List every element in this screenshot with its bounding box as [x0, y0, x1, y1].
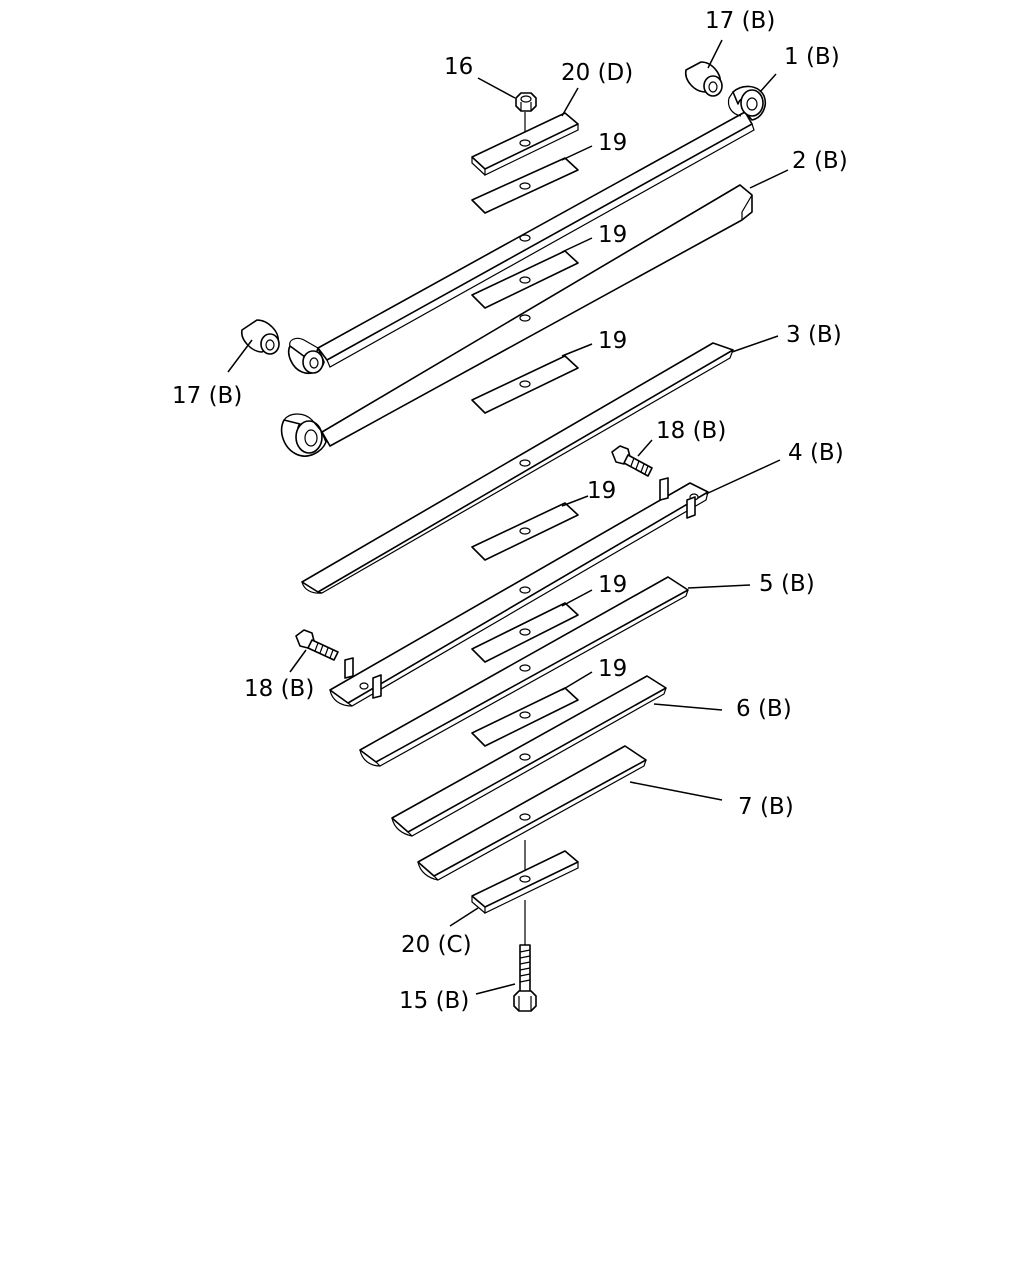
callout-3b: 3 (B): [786, 322, 842, 348]
clamp-plate-20d: [471, 112, 579, 176]
spacer-plate-19: [471, 157, 579, 214]
bolt-part-18-top: [611, 445, 653, 477]
leaf-part-5: [359, 576, 689, 767]
spacer-plate-19: [471, 502, 579, 561]
callout-5b: 5 (B): [759, 571, 815, 597]
callout-17b-left: 17 (B): [172, 383, 242, 409]
callout-19: 19: [598, 656, 627, 682]
callout-19: 19: [598, 572, 627, 598]
callout-17b-top: 17 (B): [705, 8, 775, 34]
leaf-part-4: [329, 477, 709, 707]
callout-19: 19: [587, 478, 616, 504]
callout-19: 19: [598, 130, 627, 156]
callout-20d: 20 (D): [561, 60, 633, 86]
bolt-part-18-left: [295, 629, 339, 661]
callout-2b: 2 (B): [792, 148, 848, 174]
leaf-part-3: [301, 342, 734, 594]
callout-20c: 20 (C): [401, 932, 472, 958]
callout-18b-top: 18 (B): [656, 418, 726, 444]
callout-18b-left: 18 (B): [244, 676, 314, 702]
callout-16: 16: [444, 54, 473, 80]
leaf-part-2: [280, 184, 753, 457]
callout-15b: 15 (B): [399, 988, 469, 1014]
spacer-plate-19: [471, 250, 579, 309]
bushing-part-17-top: [684, 61, 723, 97]
callout-1b: 1 (B): [784, 44, 840, 70]
callout-19: 19: [598, 328, 627, 354]
clamp-plate-20c: [471, 850, 579, 914]
callout-7b: 7 (B): [738, 794, 794, 820]
callout-6b: 6 (B): [736, 696, 792, 722]
spacer-plate-19: [471, 355, 579, 414]
callout-4b: 4 (B): [788, 440, 844, 466]
bushing-part-17-left: [241, 319, 280, 355]
leaf-part-7: [417, 745, 647, 881]
leader-lines: [227, 39, 789, 995]
center-bolt-part-15: [513, 944, 537, 1012]
callout-19: 19: [598, 222, 627, 248]
spacer-plate-19: [471, 687, 579, 747]
leaf-part-6: [391, 675, 667, 837]
main-leaf-part-1: [287, 85, 767, 375]
spacer-plate-19: [471, 602, 579, 663]
nut-part-16: [515, 92, 537, 112]
